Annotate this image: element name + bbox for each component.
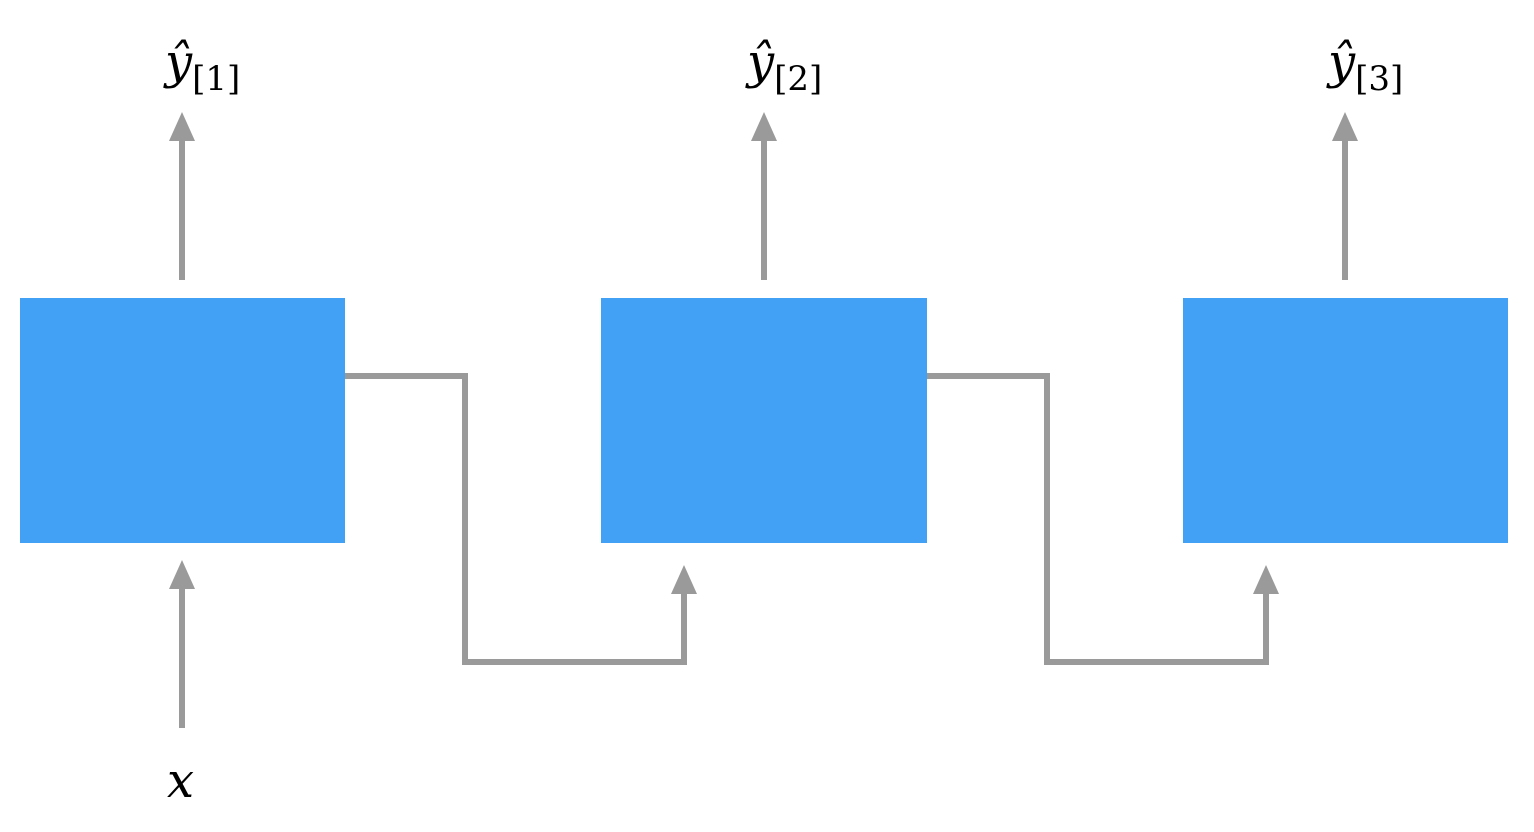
output-arrow-1 bbox=[169, 112, 195, 280]
output-label-2-subscript: [2] bbox=[774, 59, 822, 99]
output-label-3-symbol: ŷ bbox=[1326, 34, 1356, 90]
output-arrow-3 bbox=[1332, 112, 1358, 280]
output-label-1: ŷ[1] bbox=[163, 34, 240, 99]
output-label-2: ŷ[2] bbox=[745, 34, 822, 99]
block-3 bbox=[1183, 298, 1508, 543]
block-1 bbox=[20, 298, 345, 543]
recurrent-connection-2-3 bbox=[927, 373, 1279, 665]
output-label-1-symbol: ŷ bbox=[163, 34, 193, 90]
input-label: x bbox=[167, 753, 194, 809]
output-label-3-subscript: [3] bbox=[1355, 59, 1403, 99]
recurrent-connection-1-2 bbox=[345, 373, 697, 665]
output-label-3: ŷ[3] bbox=[1326, 34, 1403, 99]
output-label-2-symbol: ŷ bbox=[745, 34, 775, 90]
block-2 bbox=[601, 298, 927, 543]
output-arrow-2 bbox=[751, 112, 777, 280]
input-arrow bbox=[169, 560, 195, 728]
output-label-1-subscript: [1] bbox=[192, 59, 240, 99]
